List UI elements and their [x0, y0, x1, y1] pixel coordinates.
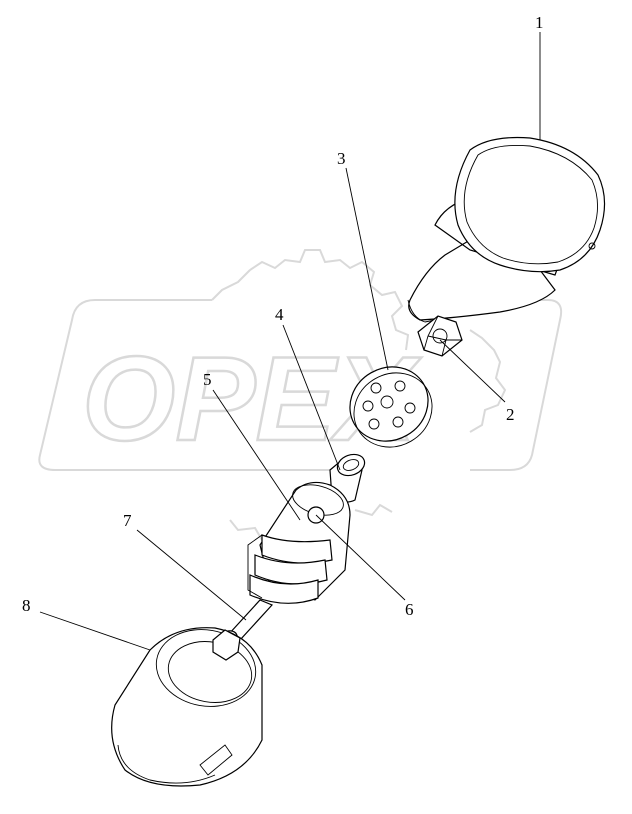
callout-1: 1 [535, 13, 544, 32]
callout-8: 8 [22, 596, 31, 615]
part-3-perforated-disc [349, 366, 433, 448]
callout-7: 7 [123, 511, 132, 530]
part-2-hex-nut [417, 315, 463, 357]
part-1-filter-housing [407, 136, 606, 323]
part-8-motor [111, 627, 263, 787]
part-5-cylinder-body [247, 481, 351, 604]
leader-lines [39, 32, 541, 651]
watermark-gear [38, 249, 563, 541]
callout-4: 4 [275, 305, 284, 324]
callout-2: 2 [506, 405, 515, 424]
callout-5: 5 [203, 370, 212, 389]
callout-6: 6 [405, 600, 414, 619]
callout-3: 3 [337, 149, 346, 168]
